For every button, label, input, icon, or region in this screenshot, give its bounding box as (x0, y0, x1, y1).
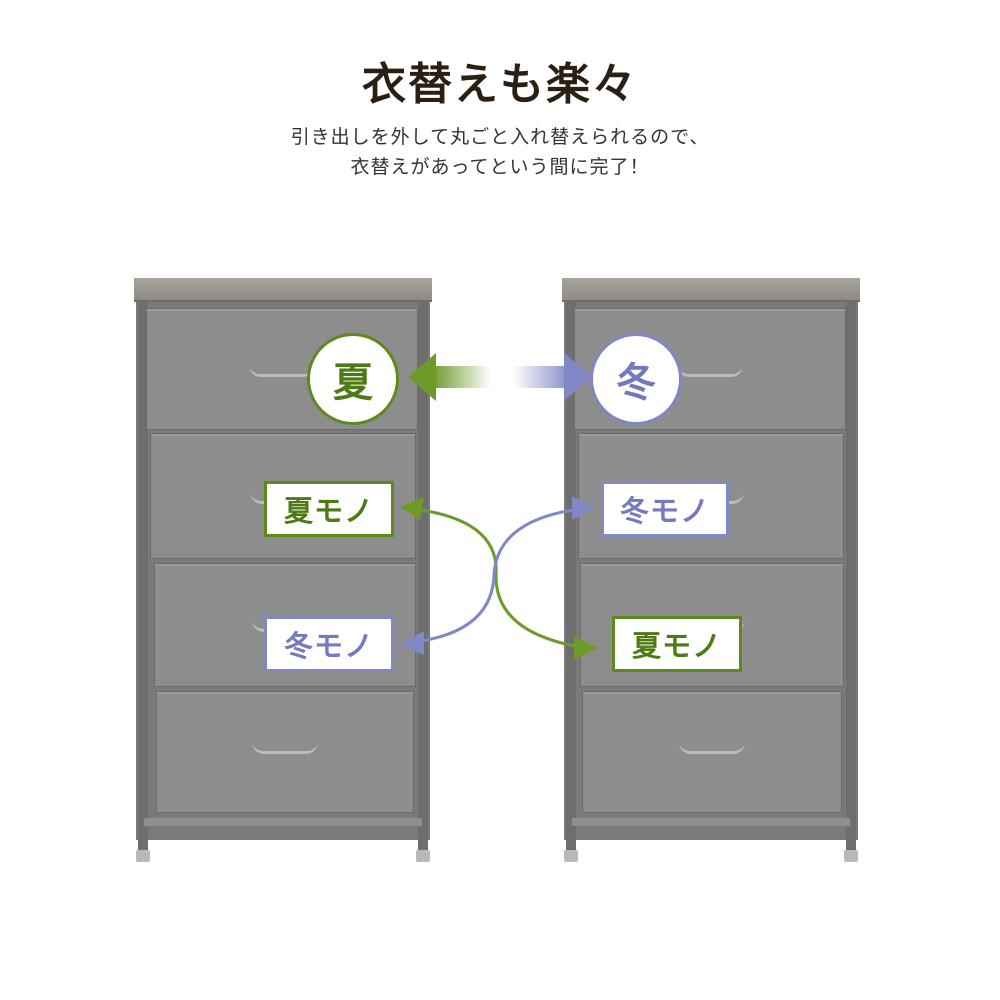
drawer-handle (677, 365, 743, 377)
drawer-handle (252, 742, 318, 754)
left-winter-items-label: 冬モノ (264, 616, 394, 672)
winter-circle: 冬 (590, 333, 682, 425)
green-swap-arrow (400, 497, 598, 660)
chest-foot (564, 850, 578, 862)
chest-foot (416, 850, 430, 862)
chest-post (566, 300, 576, 860)
horizontal-swap-arrow (408, 353, 592, 401)
chest-bottom-rail (144, 818, 422, 826)
chest-post (846, 300, 856, 860)
drawer-handle (679, 742, 745, 754)
arrow-head-icon (574, 636, 598, 660)
summer-circle: 夏 (307, 333, 399, 425)
drawer-4[interactable] (156, 691, 414, 813)
drawer-4[interactable] (582, 691, 842, 813)
blue-swap-arrow (400, 496, 596, 655)
arrow-right-head-icon (564, 353, 592, 401)
chest-post (418, 300, 428, 860)
subtitle-line-2: 衣替えがあってという間に完了！ (350, 156, 650, 178)
chest-foot (844, 850, 858, 862)
right-summer-items-label: 夏モノ (612, 616, 742, 672)
chest-foot (136, 850, 150, 862)
chest-bottom-rail (572, 818, 850, 826)
page-title: 衣替えも楽々 (362, 59, 638, 110)
chest-right (562, 278, 860, 868)
arrow-head-icon (572, 496, 596, 520)
left-summer-items-label: 夏モノ (264, 481, 394, 537)
chest-post (138, 300, 148, 860)
chest-top-board (562, 278, 860, 302)
arrow-head-icon (400, 631, 424, 655)
subtitle-line-1: 引き出しを外して丸ごと入れ替えられるので、 (290, 126, 710, 148)
arrow-left-head-icon (408, 353, 436, 401)
drawer-handle (249, 365, 315, 377)
arrow-head-icon (400, 497, 424, 520)
right-winter-items-label: 冬モノ (601, 481, 729, 537)
chest-top-board (134, 278, 432, 302)
